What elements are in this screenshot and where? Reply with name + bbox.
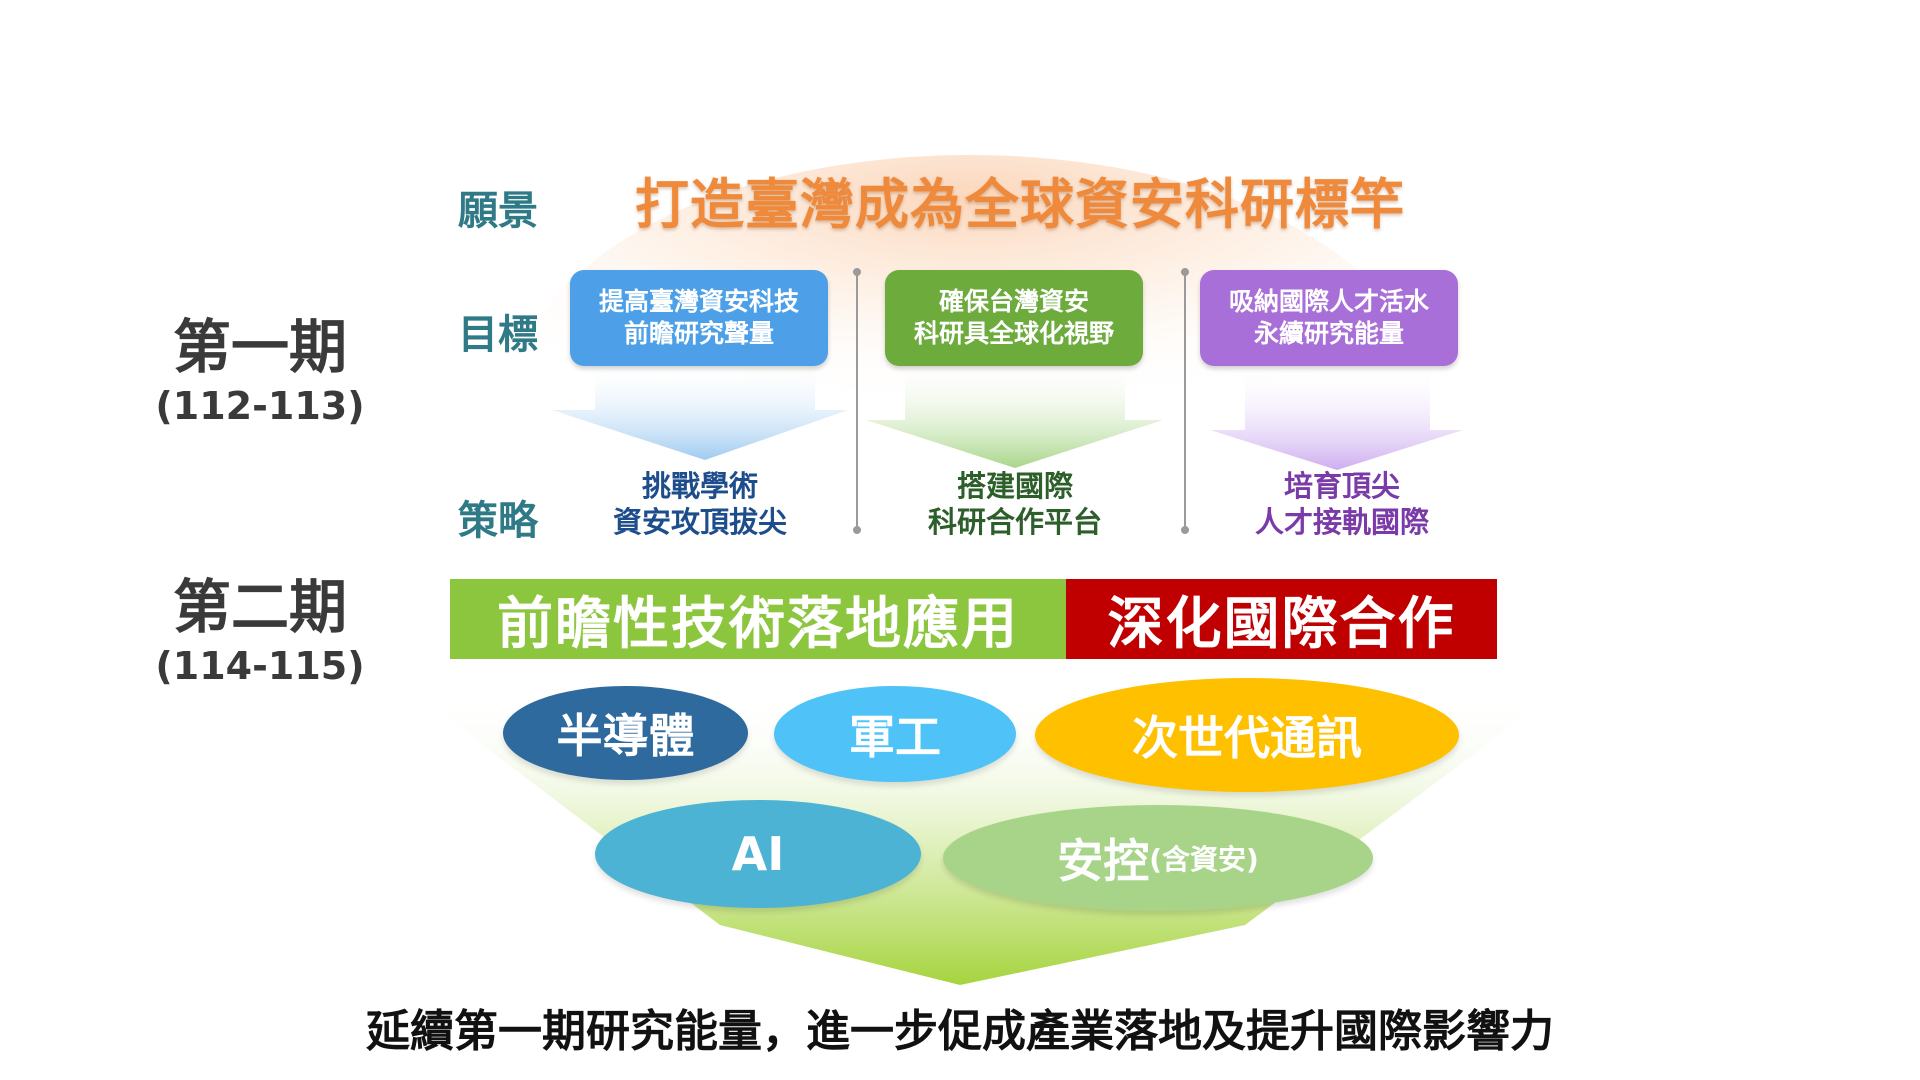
vision-statement: 打造臺灣成為全球資安科研標竿 xyxy=(635,173,1405,236)
domain-ai: AI xyxy=(595,800,921,908)
goal-2-line1: 確保台灣資安 xyxy=(938,287,1089,316)
goal-2-line2: 科研具全球化視野 xyxy=(913,319,1114,348)
domain-security-control-label: 安控 xyxy=(1057,834,1150,888)
phase-1-title: 第一期 (112-113) xyxy=(120,318,400,430)
strategy-2: 搭建國際 科研合作平台 xyxy=(875,468,1155,540)
conclusion-statement: 延續第一期研究能量，進一步促成產業落地及提升國際影響力 xyxy=(366,1006,1554,1057)
phase-2-name: 第二期 xyxy=(172,573,347,641)
goal-arrow-1 xyxy=(552,360,848,460)
separator-1 xyxy=(853,268,861,534)
phase-2-years: (114-115) xyxy=(155,644,365,688)
vision-label: 願景 xyxy=(458,188,538,234)
strategy-3: 培育頂尖 人才接軌國際 xyxy=(1202,468,1482,540)
bar-frontier-tech: 前瞻性技術落地應用 xyxy=(450,579,1066,659)
domain-defense: 軍工 xyxy=(774,686,1016,782)
strategy-3-line2: 人才接軌國際 xyxy=(1254,505,1429,539)
domain-next-gen-comm: 次世代通訊 xyxy=(1035,678,1459,792)
domain-security-control-sub: (含資安) xyxy=(1149,843,1259,876)
domain-security-control: 安控(含資安) xyxy=(943,805,1373,911)
domain-semiconductor: 半導體 xyxy=(503,686,748,780)
phase-1-years: (112-113) xyxy=(155,384,365,428)
goal-3-line1: 吸納國際人才活水 xyxy=(1228,287,1429,316)
goal-arrow-2 xyxy=(866,360,1163,468)
strategy-2-line2: 科研合作平台 xyxy=(927,505,1102,539)
goal-box-2: 確保台灣資安 科研具全球化視野 xyxy=(885,270,1143,366)
goal-box-1: 提高臺灣資安科技 前瞻研究聲量 xyxy=(570,270,828,366)
strategy-1-line2: 資安攻頂拔尖 xyxy=(612,505,787,539)
strategy-label: 策略 xyxy=(458,498,538,544)
goal-1-line1: 提高臺灣資安科技 xyxy=(598,287,799,316)
phase-1-name: 第一期 xyxy=(172,313,347,381)
strategy-1-line1: 挑戰學術 xyxy=(641,469,758,503)
goal-arrow-3 xyxy=(1210,365,1463,470)
strategy-1: 挑戰學術 資安攻頂拔尖 xyxy=(560,468,840,540)
goals-label: 目標 xyxy=(458,312,538,358)
goal-3-line2: 永續研究能量 xyxy=(1253,319,1404,348)
strategy-3-line1: 培育頂尖 xyxy=(1283,469,1400,503)
goal-1-line2: 前瞻研究聲量 xyxy=(623,319,774,348)
separator-2 xyxy=(1181,268,1189,534)
bar-international-coop: 深化國際合作 xyxy=(1066,579,1497,659)
phase-2-title: 第二期 (114-115) xyxy=(120,578,400,690)
strategy-2-line1: 搭建國際 xyxy=(956,469,1073,503)
goal-box-3: 吸納國際人才活水 永續研究能量 xyxy=(1200,270,1458,366)
